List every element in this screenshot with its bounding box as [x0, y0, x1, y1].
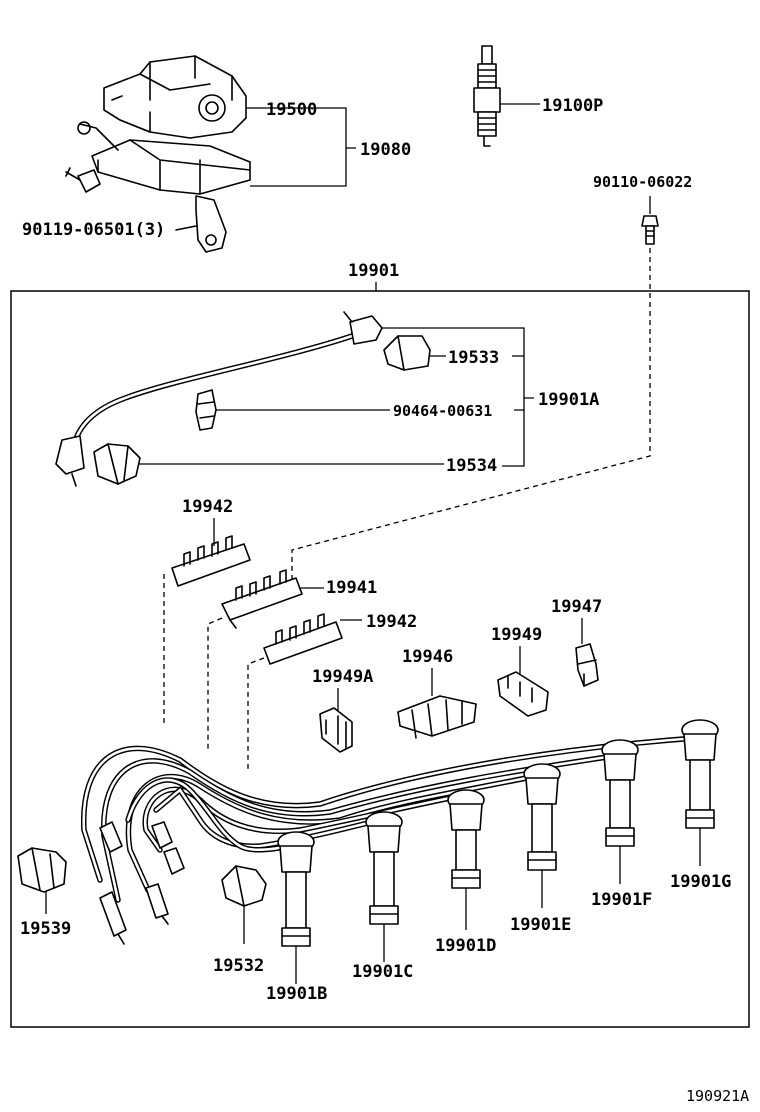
boot-19901g-drawing: [681, 719, 719, 829]
label-19949a: 19949A: [312, 667, 373, 687]
label-19942-mid: 19942: [366, 612, 417, 632]
cap-19539-drawing: [17, 847, 67, 893]
label-19080: 19080: [360, 140, 411, 160]
figure-code: 190921A: [686, 1087, 749, 1105]
label-19901e: 19901E: [510, 915, 571, 935]
cord-set-frame: [10, 290, 750, 1028]
clamp-19949a-drawing: [319, 707, 353, 753]
label-19500: 19500: [266, 100, 317, 120]
spark-plug-drawing: [473, 45, 501, 147]
boot-19901e-drawing: [523, 763, 561, 871]
label-90119-06501: 90119-06501(3): [22, 220, 165, 240]
coil-screw-drawing: [65, 167, 101, 193]
label-19901a: 19901A: [538, 390, 599, 410]
label-19942-top: 19942: [182, 497, 233, 517]
coil-cord-19901a-drawing: [55, 311, 383, 487]
bracket-19080: [250, 107, 356, 187]
label-19901g: 19901G: [670, 872, 731, 892]
clamp-19941-drawing: [221, 569, 303, 629]
label-19539: 19539: [20, 919, 71, 939]
clamp-19949-drawing: [497, 671, 549, 717]
bolt-drawing: [641, 215, 659, 245]
boot-19901b-drawing: [277, 831, 315, 947]
boot-19901c-drawing: [365, 811, 403, 925]
boot-19901d-drawing: [447, 789, 485, 889]
cap-19533-drawing: [383, 335, 431, 371]
dashed-19941: [207, 617, 223, 750]
clamp-19946-drawing: [397, 695, 477, 739]
ignition-coil-drawing: [77, 55, 251, 253]
label-19941: 19941: [326, 578, 377, 598]
boot-19901f-drawing: [601, 739, 639, 847]
cap-19532-drawing: [221, 865, 267, 907]
label-19949: 19949: [491, 625, 542, 645]
clip-90464-drawing: [195, 389, 217, 431]
label-19901d: 19901D: [435, 936, 496, 956]
label-19901c: 19901C: [352, 962, 413, 982]
label-19534: 19534: [446, 456, 497, 476]
cap-19534-drawing: [93, 443, 141, 485]
label-19533: 19533: [448, 348, 499, 368]
clamp-19942-mid-drawing: [263, 613, 343, 665]
label-19947: 19947: [551, 597, 602, 617]
label-90110-06022: 90110-06022: [593, 173, 692, 191]
dashed-bolt-line: [291, 248, 651, 580]
bracket-19901a: [382, 327, 534, 467]
label-19901f: 19901F: [591, 890, 652, 910]
label-90464-00631: 90464-00631: [393, 402, 492, 420]
cord-harness-drawing: [81, 735, 699, 945]
clamp-19942-top-drawing: [171, 535, 251, 587]
label-19532: 19532: [213, 956, 264, 976]
label-19946: 19946: [402, 647, 453, 667]
label-19901b: 19901B: [266, 984, 327, 1004]
label-19901: 19901: [348, 261, 399, 281]
dashed-19942-mid: [247, 657, 265, 770]
clamp-19947-drawing: [575, 643, 599, 687]
label-19100p: 19100P: [542, 96, 603, 116]
